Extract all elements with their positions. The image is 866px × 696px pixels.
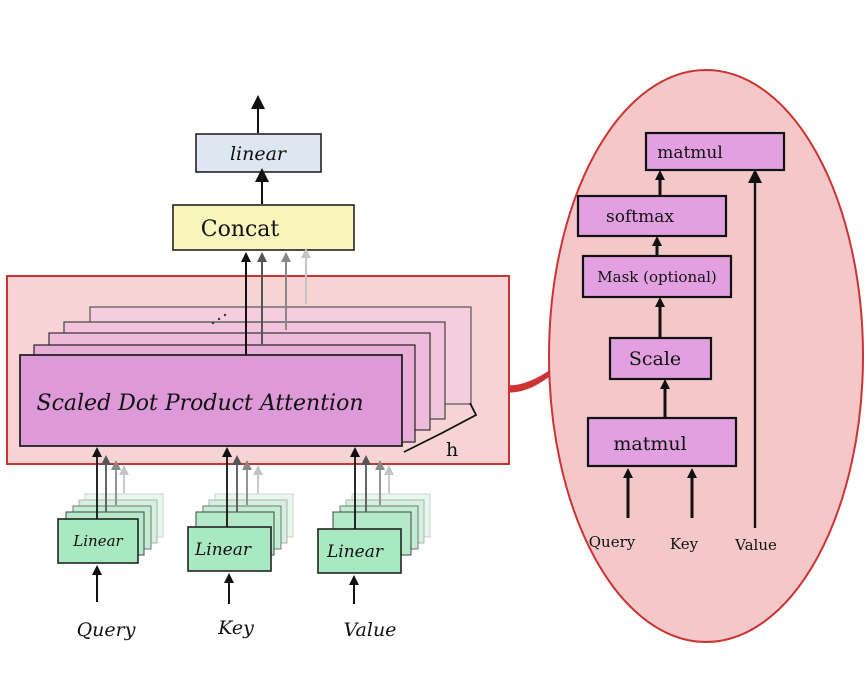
key-linear-arrows xyxy=(222,447,263,527)
sdp-query-label: Query xyxy=(589,533,636,551)
matmul-top-box: matmul xyxy=(644,131,786,172)
heads-count-bracket: h xyxy=(403,402,478,461)
softmax-label: softmax xyxy=(606,207,674,227)
heads-label: h xyxy=(446,439,458,461)
mask-label: Mask (optional) xyxy=(597,268,716,286)
query-input-label: Query xyxy=(77,619,136,641)
value-linear-label: Linear xyxy=(326,542,384,562)
mask-box: Mask (optional) xyxy=(581,254,733,299)
matmul-bottom-label: matmul xyxy=(613,433,686,455)
sdp-key-label: Key xyxy=(670,535,699,553)
attention-label: Scaled Dot Product Attention xyxy=(37,391,364,416)
concat-box: Concat xyxy=(172,204,355,251)
scaled-dot-product-flow-arrows xyxy=(623,169,762,528)
query-linear-stack: Linear xyxy=(57,493,164,564)
key-linear-label: Linear xyxy=(194,540,252,560)
zoom-connector xyxy=(508,366,555,393)
matmul-bottom-box: matmul xyxy=(586,416,738,468)
query-linear-arrows xyxy=(92,447,129,519)
query-linear-label: Linear xyxy=(72,532,123,550)
sdp-value-label: Value xyxy=(734,536,777,554)
key-input-label: Key xyxy=(217,617,254,639)
key-linear-stack: Linear xyxy=(187,493,294,572)
value-linear-arrows xyxy=(350,447,394,529)
layer-ellipsis xyxy=(211,313,227,325)
concat-label: Concat xyxy=(201,217,280,242)
softmax-box: softmax xyxy=(576,194,728,238)
matmul-top-label: matmul xyxy=(657,143,723,163)
heads-to-concat-arrows xyxy=(241,248,311,355)
scale-label: Scale xyxy=(629,348,681,370)
output-linear-box: linear xyxy=(195,133,322,173)
scale-box: Scale xyxy=(608,336,713,381)
scaled-dot-product-attention-box: Scaled Dot Product Attention xyxy=(19,354,403,447)
value-linear-stack: Linear xyxy=(317,493,431,574)
output-linear-label: linear xyxy=(230,143,288,165)
value-input-label: Value xyxy=(344,619,397,641)
